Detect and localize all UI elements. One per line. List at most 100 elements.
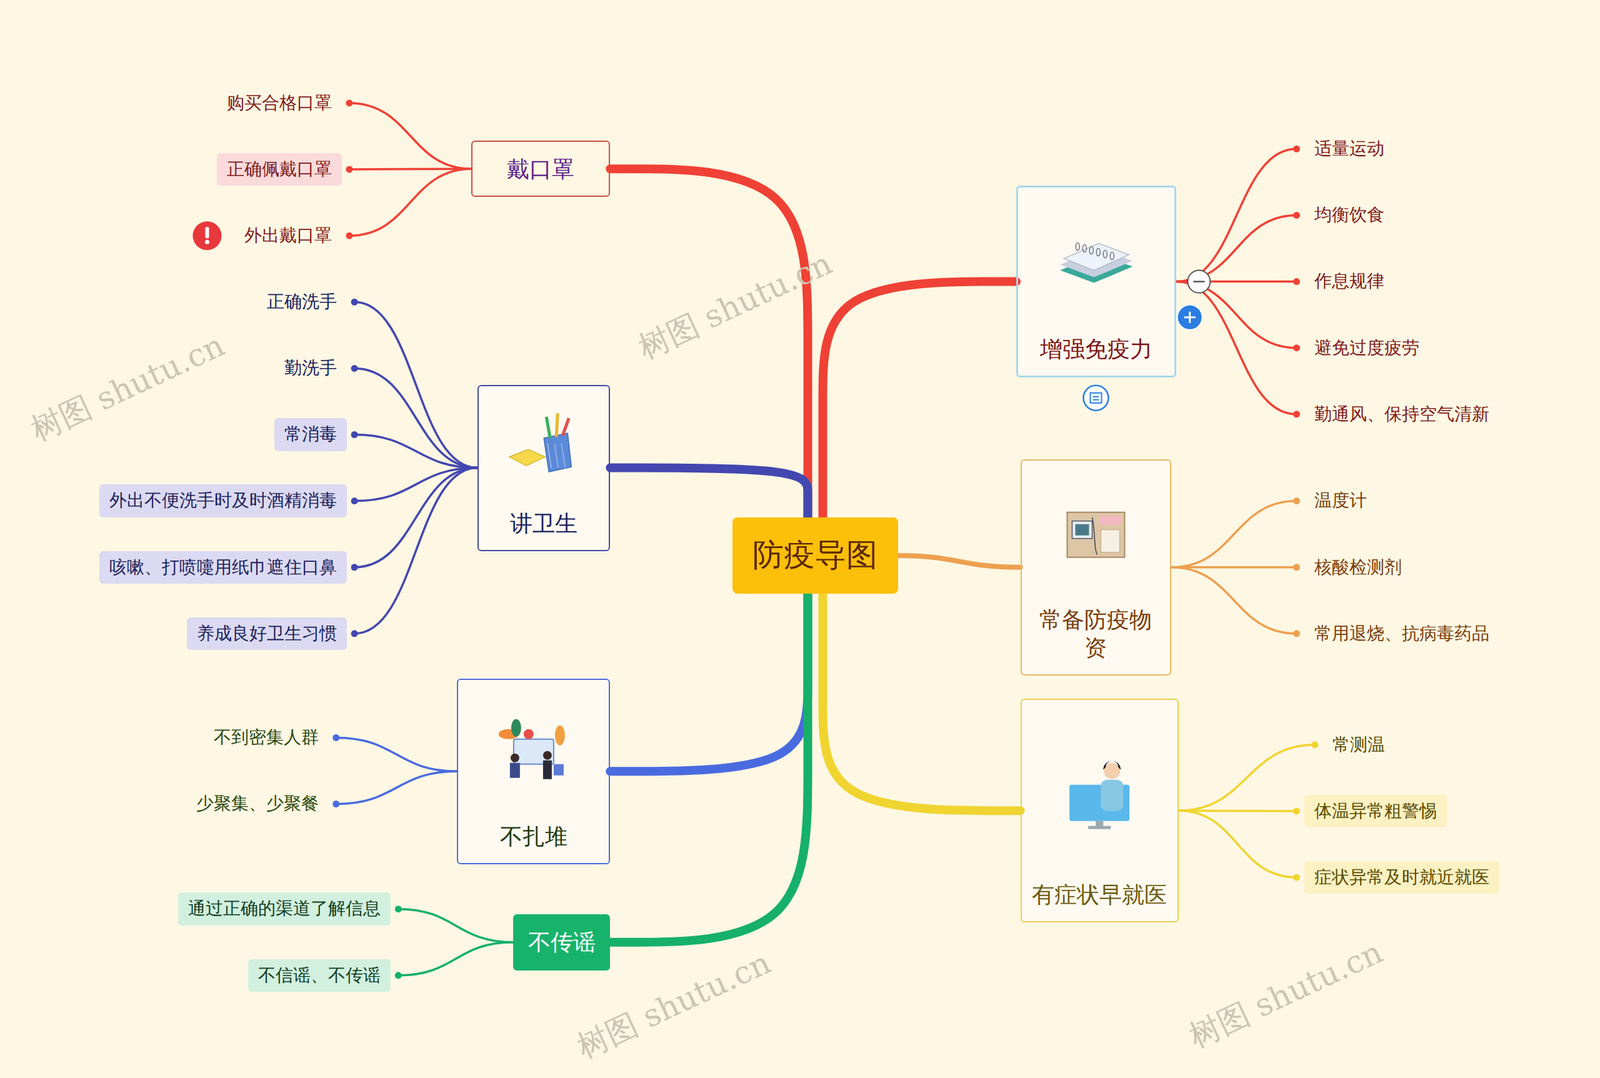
branch-topic: 有症状早就医 (1020, 698, 1179, 923)
connector (1176, 148, 1297, 282)
connector (1171, 566, 1297, 569)
edge-dot (351, 630, 359, 637)
pencil (546, 416, 550, 439)
edge-dot (1293, 410, 1300, 418)
cup-line (547, 443, 552, 469)
edge-dot (1293, 874, 1300, 882)
topic-text: 核酸检测剂 (1314, 556, 1402, 579)
leaf-topic: 常用退烧、抗病毒药品 (1304, 617, 1500, 650)
topic-text: 咳嗽、打喷嚏用纸巾遮住口鼻 (109, 556, 337, 579)
branch-topic: 常备防疫物资 (1020, 459, 1172, 676)
edge-dot (345, 232, 353, 240)
topic-text: 体温异常粗警惕 (1314, 800, 1437, 823)
leaf-topic: 养成良好卫生习惯 (186, 617, 347, 650)
leaf-topic: 外出戴口罩 (234, 219, 342, 252)
collapse-minus (1193, 280, 1205, 283)
topic-text: 勤洗手 (284, 356, 337, 380)
photo-inner (1075, 524, 1089, 536)
leaf-topic: 正确洗手 (256, 285, 347, 319)
ring (1082, 245, 1087, 253)
warning-circle (192, 221, 222, 250)
edge-dot (1293, 211, 1300, 219)
leaf-topic: 不到密集人群 (203, 721, 329, 754)
topic-fill (456, 678, 610, 865)
connector (336, 771, 458, 804)
body (1100, 780, 1124, 812)
root-topic: 防疫导图 (732, 517, 898, 594)
connector (349, 168, 472, 236)
watermark: 树图 shutu.cn (1182, 931, 1390, 1059)
leaf-topic: 勤洗手 (274, 351, 347, 385)
watermark: 树图 shutu.cn (24, 324, 232, 451)
connector (1171, 501, 1297, 568)
edge-dot (351, 365, 359, 372)
leaf (555, 725, 565, 746)
topic-text: 温度计 (1314, 489, 1367, 512)
topic-text: 作息规律 (1314, 270, 1385, 293)
string (1091, 517, 1097, 555)
edge-dot (345, 99, 353, 107)
connector (610, 593, 808, 943)
target (523, 729, 534, 740)
board-icon (1066, 512, 1125, 558)
branch-topic: 增强免疫力 (1016, 185, 1177, 378)
topic-text: 勤通风、保持空气清新 (1314, 403, 1490, 426)
leaf-topic: 症状异常及时就近就医 (1304, 861, 1500, 894)
edge-dot (395, 971, 402, 979)
stand-base (1088, 826, 1111, 830)
note-sheet (1090, 393, 1102, 404)
topic-text: 常测温 (1332, 733, 1385, 757)
connector (398, 942, 514, 976)
cup-line (554, 443, 559, 469)
topic-text: 少聚集、少聚餐 (196, 792, 319, 815)
doctor-icon (1069, 761, 1130, 830)
add-button (1177, 305, 1203, 330)
collapse-circle (1187, 270, 1210, 294)
leaf (511, 719, 522, 737)
topic-fill (1020, 698, 1179, 923)
warning-bar (205, 226, 209, 239)
edge-dot (1293, 630, 1300, 637)
collapse-button (1187, 270, 1210, 294)
topic-text: 不传谣 (528, 928, 596, 957)
leaf-topic: 避免过度疲劳 (1304, 331, 1430, 365)
leaf-topic: 通过正确的渠道了解信息 (178, 892, 391, 925)
ring (1075, 243, 1080, 251)
leaf-topic: 正确佩戴口罩 (216, 153, 342, 186)
topic-text: 常用退烧、抗病毒药品 (1314, 622, 1490, 645)
team-icon (498, 719, 565, 780)
topic-text: 外出不便洗手时及时酒精消毒 (109, 489, 337, 512)
edge-dot (351, 298, 359, 306)
leaf-topic: 购买合格口罩 (216, 86, 342, 120)
topic-text: 外出戴口罩 (244, 224, 332, 247)
leaf-topic: 体温异常粗警惕 (1304, 795, 1447, 828)
topic-fill (1020, 459, 1172, 676)
connector (822, 593, 1020, 811)
edge-dot (332, 800, 340, 808)
leaf-topic: 不信谣、不传谣 (248, 959, 391, 992)
leaf-topic: 均衡饮食 (1304, 198, 1395, 232)
topic-text: 戴口罩 (506, 155, 575, 184)
paper-sheet (1063, 243, 1129, 271)
ring (1096, 248, 1100, 257)
paper-icon (1060, 243, 1133, 284)
connector (354, 435, 478, 469)
connector (349, 167, 472, 170)
head (543, 751, 552, 760)
ring (1110, 252, 1114, 260)
topic-text: 购买合格口罩 (226, 91, 332, 115)
leaf-topic: 外出不便洗手时及时酒精消毒 (99, 484, 347, 517)
board (1066, 512, 1125, 558)
topic-text: 适量运动 (1314, 137, 1385, 160)
head (510, 753, 520, 763)
leaf-topic: 适量运动 (1304, 132, 1395, 165)
topic-text: 不信谣、不传谣 (258, 964, 381, 987)
edge-dot (351, 563, 359, 571)
topic-text: 增强免疫力 (1040, 335, 1153, 364)
connector (1178, 745, 1315, 811)
edge-dot (332, 734, 340, 742)
pencil (562, 418, 569, 436)
chart (553, 764, 564, 776)
topic-text: 正确佩戴口罩 (226, 158, 332, 181)
